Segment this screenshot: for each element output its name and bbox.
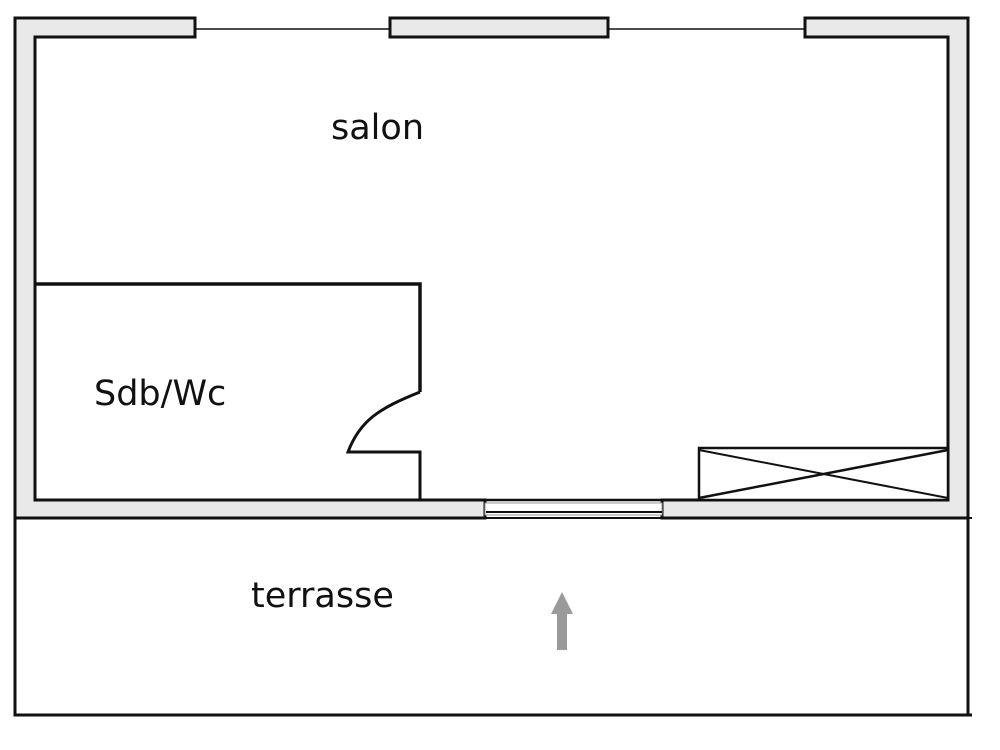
room-label-bathroom: Sdb/Wc (94, 374, 227, 414)
exterior-wall (13, 16, 487, 520)
patio-door (484, 502, 663, 516)
bathroom-door (345, 390, 422, 500)
entrance-arrow-icon (551, 592, 573, 650)
terrace-outline (13, 518, 972, 717)
room-label-terrace: terrasse (251, 576, 394, 616)
room-label-salon: salon (331, 108, 425, 148)
wall-segment-top-middle (388, 16, 610, 39)
bathroom-wall (35, 282, 422, 392)
exterior-wall-right (660, 16, 970, 520)
closet (697, 446, 950, 502)
